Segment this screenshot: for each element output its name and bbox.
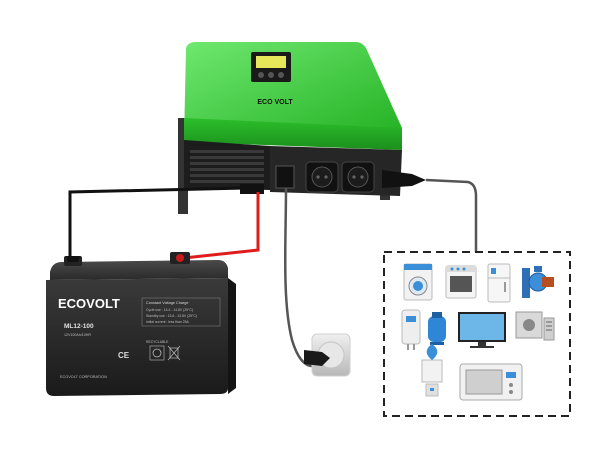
dc-terminal-block[interactable] [240, 184, 264, 194]
left-mount-bracket [178, 118, 188, 214]
oven-icon [445, 265, 477, 299]
wall-plug [304, 350, 330, 366]
gas-cylinder-heater-icon [428, 312, 446, 345]
water-pump-icon [522, 266, 554, 298]
battery-capacity: 12V100Ah/10HR [64, 333, 91, 337]
display-button-2[interactable] [268, 72, 274, 78]
battery-body [46, 278, 228, 396]
display-button-1[interactable] [258, 72, 264, 78]
wall-outlet [304, 333, 351, 377]
charge-row-3: Initial current : less than 25A [146, 320, 190, 324]
recyclable-label: RECYCLABLE [146, 340, 169, 344]
ac-output-cable [425, 178, 478, 252]
microwave-icon [459, 363, 523, 401]
ac-output-plug [382, 170, 426, 188]
display-button-3[interactable] [278, 72, 284, 78]
vent-grille [190, 150, 264, 183]
lcd-screen [256, 56, 286, 68]
battery-side [228, 278, 236, 394]
battery-corporation: ECOVOLT CORPORATION [60, 375, 107, 379]
wires [68, 178, 478, 368]
ac-input-port[interactable] [275, 165, 295, 189]
inverter: ECO VOLT [178, 42, 426, 214]
battery-top [50, 260, 228, 280]
electric-panel-icon [515, 311, 555, 341]
appliances-group [383, 251, 571, 417]
refrigerator-icon [487, 263, 511, 303]
ac-input-cable [283, 187, 317, 368]
battery-negative-terminal[interactable] [64, 256, 82, 266]
battery-model: ML12-100 [64, 323, 94, 330]
appliances-dashed-frame [383, 251, 571, 417]
charge-spec-table: Constant Voltage Charge Cycle use : 14.4… [141, 297, 221, 327]
inverter-brand-label: ECO VOLT [257, 99, 293, 106]
disposal-bin-icon [167, 345, 181, 361]
recycle-icon [149, 345, 165, 361]
ce-mark: CE [118, 351, 130, 360]
negative-dc-wire [68, 186, 247, 268]
battery-brand: ECOVOLT [58, 296, 120, 311]
water-heater-icon [401, 309, 421, 350]
inverter-top-panel [184, 42, 402, 140]
battery: ECOVOLT ML12-100 12V100Ah/10HR Constant … [46, 252, 236, 396]
positive-dc-wire [183, 192, 260, 260]
battery-positive-terminal[interactable] [170, 252, 190, 264]
charge-row-2: Standby use : 13.6 - 13.8V (25°C) [146, 314, 197, 318]
ac-output-socket-1[interactable] [305, 161, 339, 193]
television-icon [458, 312, 506, 348]
charge-row-1: Cycle use : 14.4 - 14.8V (25°C) [146, 308, 193, 312]
inverter-side-band [184, 118, 402, 150]
water-cooler-icon [421, 344, 443, 397]
ac-output-socket-2[interactable] [341, 161, 375, 193]
washing-machine-icon [403, 263, 433, 301]
charge-table-title: Constant Voltage Charge [146, 301, 188, 305]
